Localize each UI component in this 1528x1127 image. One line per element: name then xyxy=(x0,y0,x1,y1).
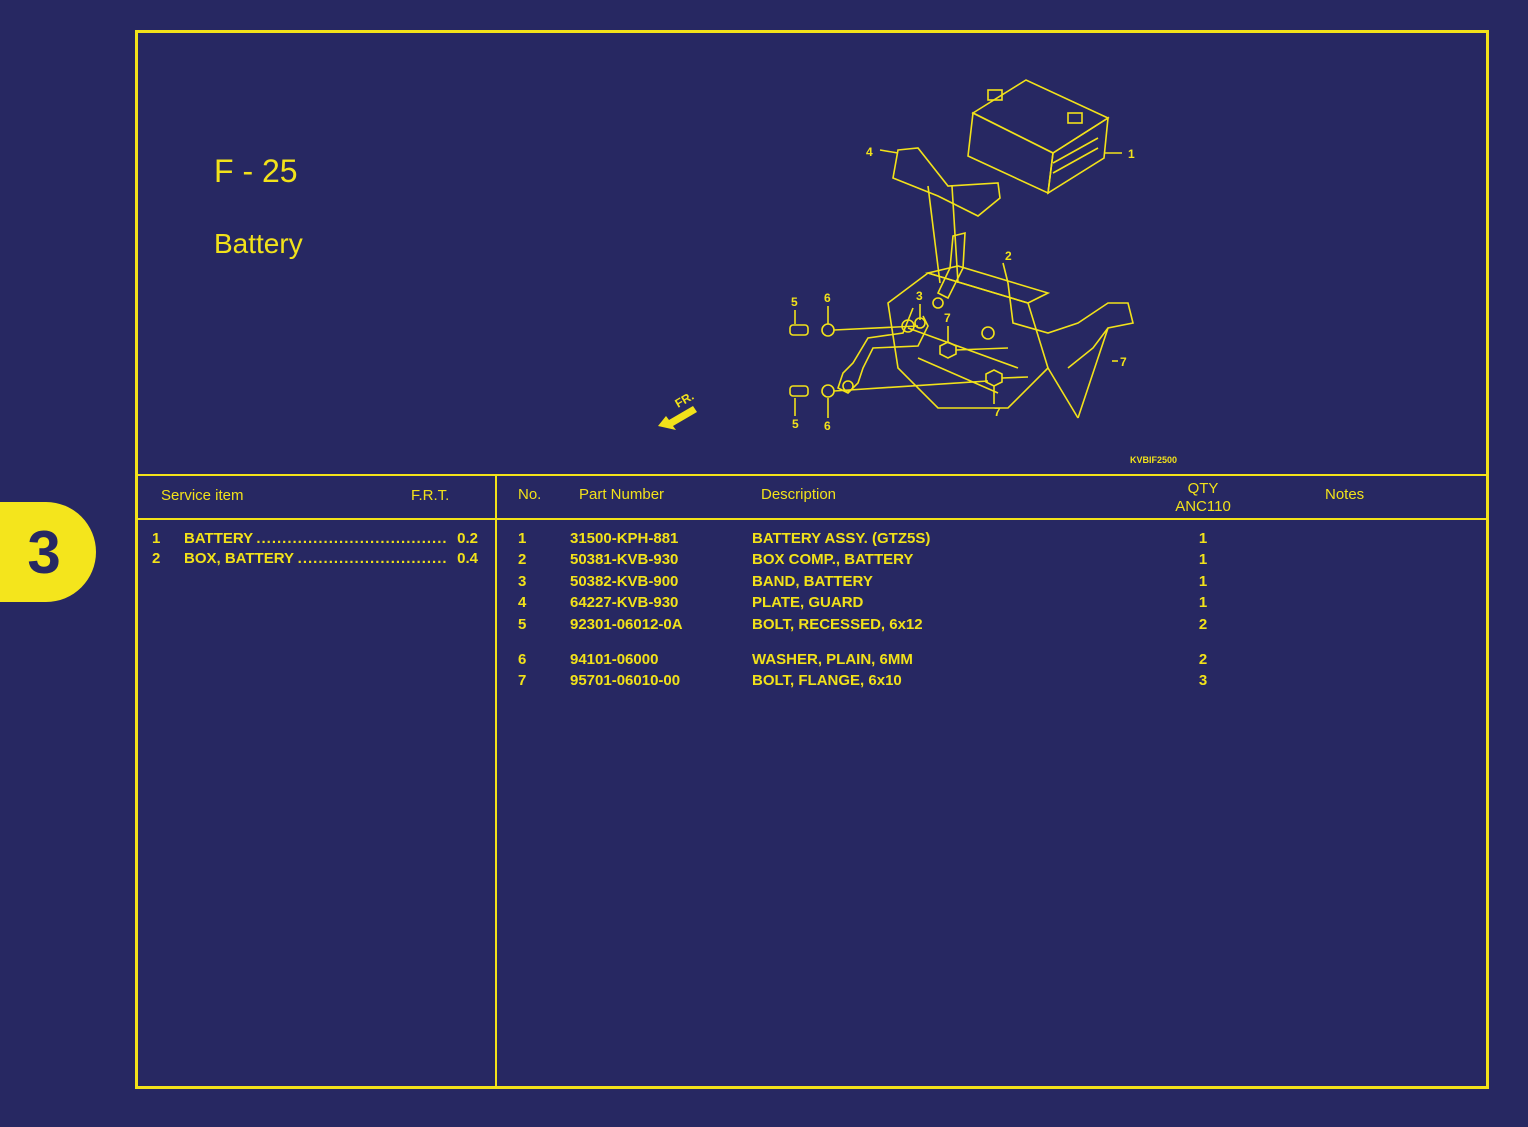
part-qty: 1 xyxy=(1198,551,1208,568)
part-description: BATTERY ASSY. (GTZ5S) xyxy=(752,530,931,547)
table-header-rule xyxy=(138,518,1486,520)
figure-title: Battery xyxy=(214,228,303,259)
callout-7-bottom: 7 xyxy=(994,405,1001,419)
part-no: 3 xyxy=(518,573,527,590)
part-number: 64227-KVB-930 xyxy=(570,594,679,611)
guard-plate-illustration xyxy=(879,147,1001,284)
part-description: PLATE, GUARD xyxy=(752,594,864,611)
part-no: 7 xyxy=(518,672,527,689)
part-qty: 1 xyxy=(1198,573,1208,590)
part-qty: 1 xyxy=(1198,530,1208,547)
fasteners-illustration xyxy=(789,323,1029,398)
callout-5-top: 5 xyxy=(791,295,798,309)
part-description: BOLT, RECESSED, 6x12 xyxy=(752,616,923,633)
col-header-no: No. xyxy=(518,486,542,503)
front-arrow-icon: FR. xyxy=(658,389,697,430)
part-number: 94101-06000 xyxy=(570,651,659,668)
callout-7-right: 7 xyxy=(1120,355,1127,369)
service-row-frt: 0.2 xyxy=(453,530,478,547)
parts-page-frame: F - 25 Battery xyxy=(135,30,1489,1089)
service-row-name: BATTERY xyxy=(184,530,256,547)
table-top-rule xyxy=(138,474,1486,476)
exploded-diagram: 1 2 3 4 5 6 7 5 6 7 7 FR. KVBIF2500 xyxy=(658,79,1177,465)
part-no: 5 xyxy=(518,616,527,633)
part-qty: 3 xyxy=(1198,672,1208,689)
battery-illustration xyxy=(967,79,1122,195)
part-number: 95701-06010-00 xyxy=(570,672,681,689)
band-illustration xyxy=(1002,262,1134,419)
part-number: 50382-KVB-900 xyxy=(570,573,679,590)
callout-4: 4 xyxy=(866,145,873,159)
part-qty: 1 xyxy=(1198,594,1208,611)
part-number: 31500-KPH-881 xyxy=(570,530,679,547)
col-header-notes: Notes xyxy=(1325,486,1365,503)
callout-6-bottom: 6 xyxy=(824,419,831,433)
drawing-id: KVBIF2500 xyxy=(1130,455,1177,465)
col-header-qty-model: ANC110 xyxy=(1175,498,1231,515)
service-row[interactable]: 1 ......................................… xyxy=(152,530,478,550)
callout-5-bottom: 5 xyxy=(792,417,799,431)
part-qty: 2 xyxy=(1198,651,1208,668)
part-description: BAND, BATTERY xyxy=(752,573,873,590)
part-no: 2 xyxy=(518,551,527,568)
callout-1: 1 xyxy=(1128,147,1135,161)
service-row-frt: 0.4 xyxy=(453,550,478,567)
part-no: 6 xyxy=(518,651,527,668)
service-item-header: Service item xyxy=(161,487,244,504)
service-row-name: BOX, BATTERY xyxy=(184,550,297,567)
part-no: 1 xyxy=(518,530,527,547)
part-description: WASHER, PLAIN, 6MM xyxy=(752,651,913,668)
callout-7-top: 7 xyxy=(944,311,951,325)
service-row-number: 1 xyxy=(152,530,161,547)
left-band-illustration xyxy=(837,307,929,394)
part-description: BOLT, FLANGE, 6x10 xyxy=(752,672,902,689)
col-header-part-number: Part Number xyxy=(579,486,665,503)
part-description: BOX COMP., BATTERY xyxy=(752,551,914,568)
part-number: 92301-06012-0A xyxy=(570,616,683,633)
part-qty: 2 xyxy=(1198,616,1208,633)
column-divider xyxy=(495,474,497,1086)
battery-box-illustration xyxy=(887,231,1051,409)
service-row-number: 2 xyxy=(152,550,161,567)
col-header-qty: QTY xyxy=(1187,480,1219,497)
section-tab-number: 3 xyxy=(27,518,61,586)
service-row[interactable]: 2 ......................................… xyxy=(152,550,478,570)
callout-3: 3 xyxy=(916,289,923,303)
part-no: 4 xyxy=(518,594,527,611)
frt-header: F.R.T. xyxy=(411,487,450,504)
section-tab[interactable]: 3 xyxy=(0,502,96,602)
col-header-description: Description xyxy=(761,486,837,503)
part-number: 50381-KVB-930 xyxy=(570,551,679,568)
callout-labels: 1 2 3 4 5 6 7 5 6 7 7 xyxy=(791,145,1135,433)
callout-6-top: 6 xyxy=(824,291,831,305)
figure-code: F - 25 xyxy=(214,153,298,189)
callout-2: 2 xyxy=(1005,249,1012,263)
